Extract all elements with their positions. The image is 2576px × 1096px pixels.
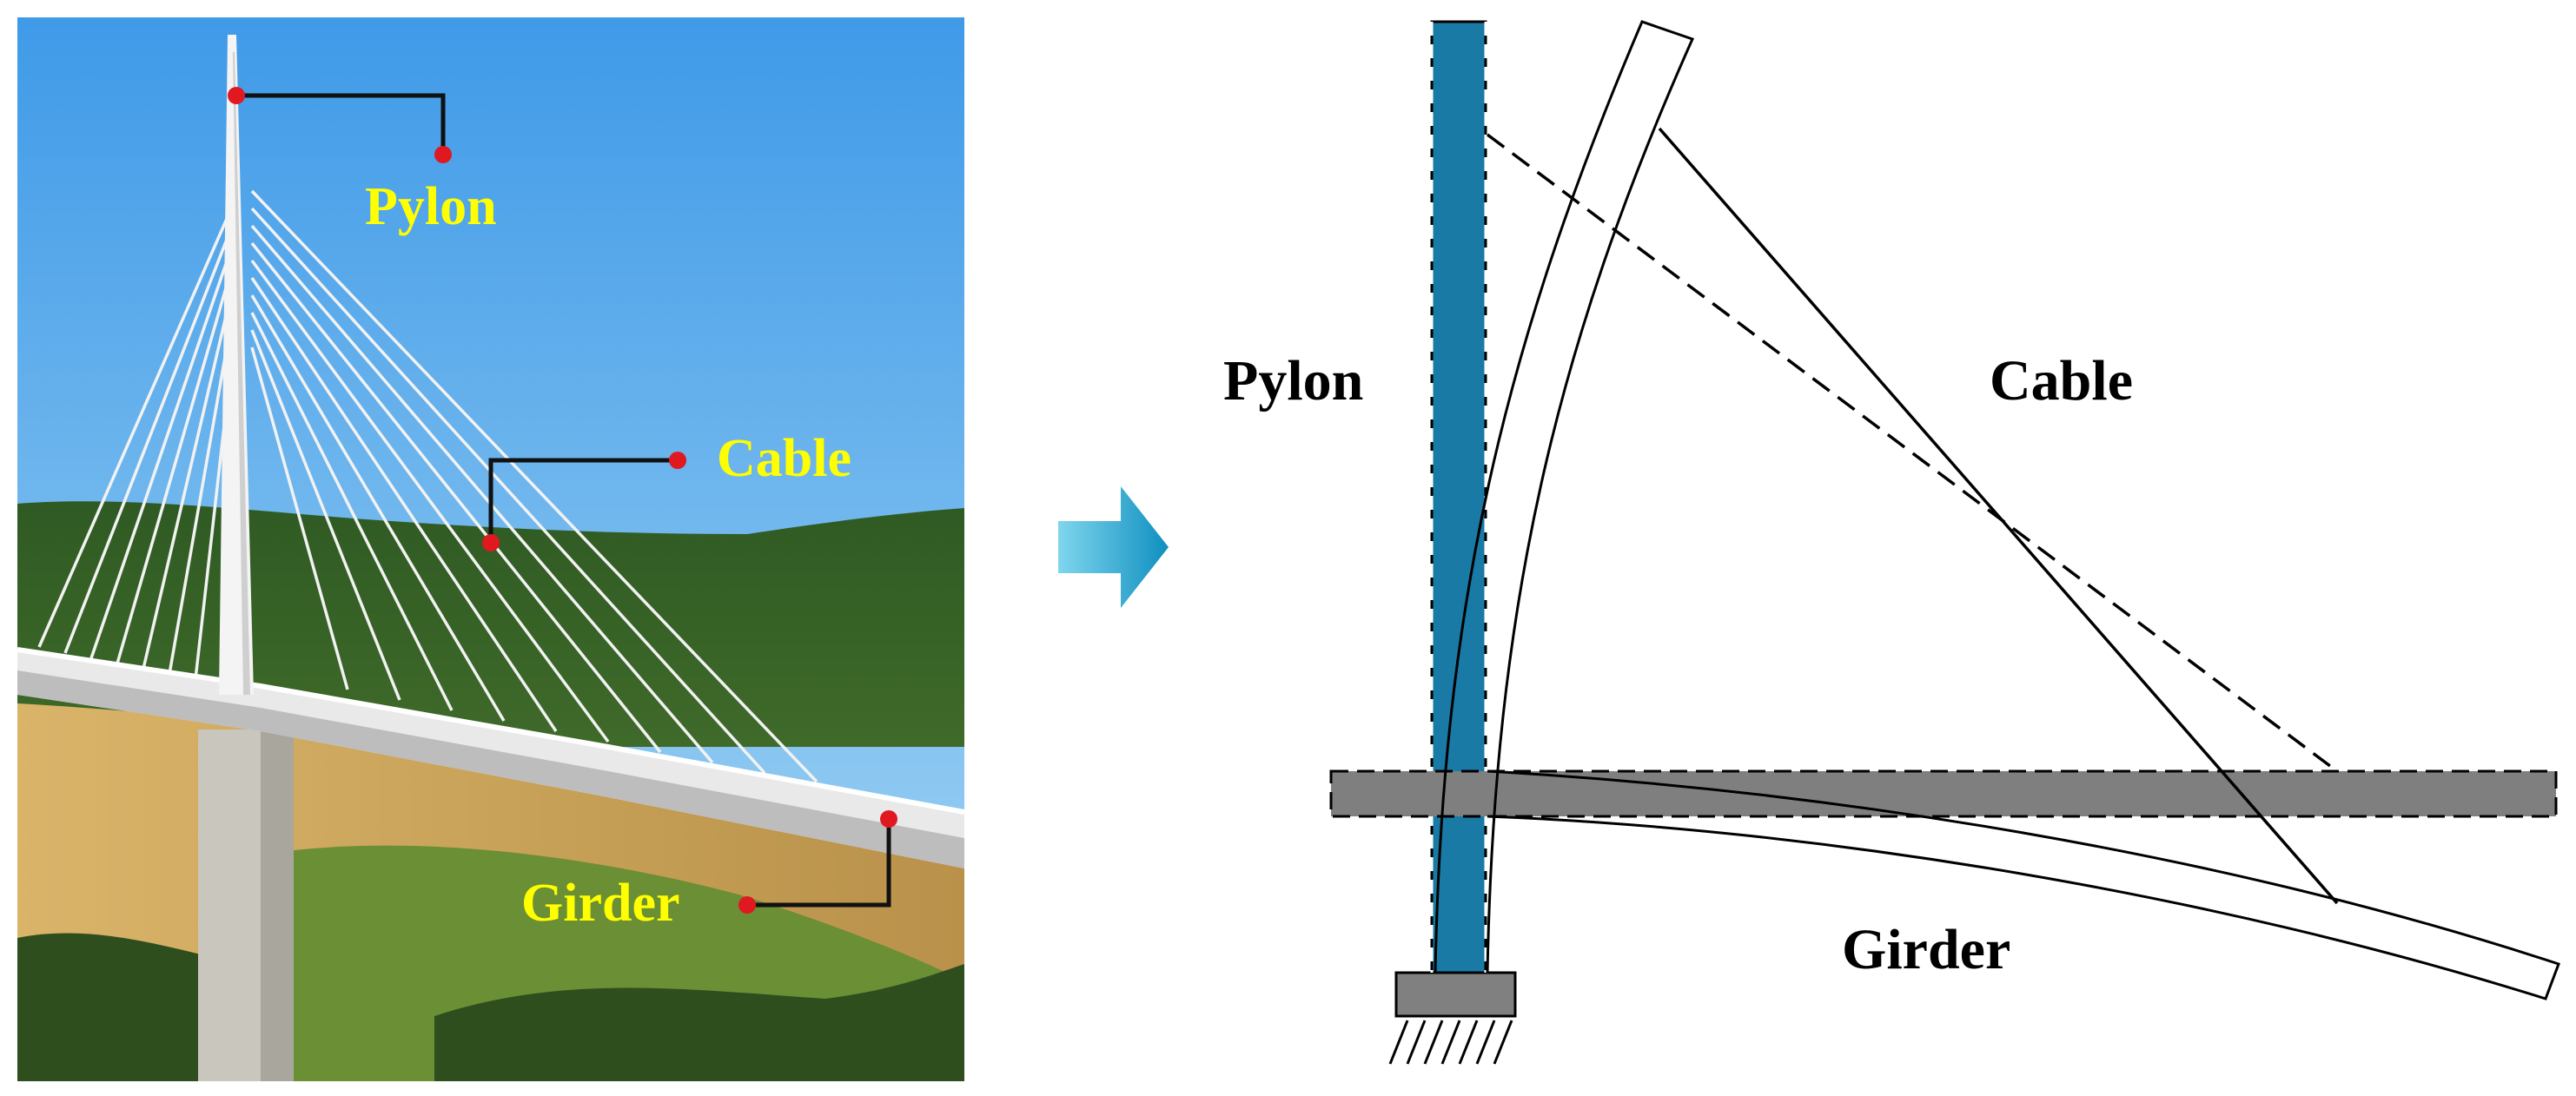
pylon-marker <box>228 87 245 104</box>
girder-original <box>1329 769 2558 818</box>
fixed-support-hatching <box>1388 1020 1513 1065</box>
stay-cables <box>37 189 818 783</box>
diagram-label-cable: Cable <box>1990 349 2133 413</box>
pylon-deformed <box>1434 20 1695 974</box>
cable-original <box>1486 133 2339 773</box>
deformation-diagram: Pylon Cable Girder <box>1223 20 2560 1065</box>
photo-markers <box>228 87 897 914</box>
right-arrow-icon <box>1058 486 1169 608</box>
photo-label-pylon: Pylon <box>365 177 497 236</box>
diagram-label-girder: Girder <box>1842 918 2010 981</box>
pylon-base-block <box>1394 971 1517 1018</box>
bridge-photo: Pylon Cable Girder <box>17 17 964 1081</box>
photo-label-girder: Girder <box>521 874 680 933</box>
photo-leader-lines <box>236 93 891 908</box>
girder-deformed <box>1487 769 2560 1000</box>
cable-deformed <box>1658 127 2339 905</box>
cable-marker <box>482 534 500 551</box>
photo-label-cable: Cable <box>717 429 851 488</box>
diagram-label-pylon: Pylon <box>1223 349 1363 413</box>
girder-marker <box>880 810 897 828</box>
